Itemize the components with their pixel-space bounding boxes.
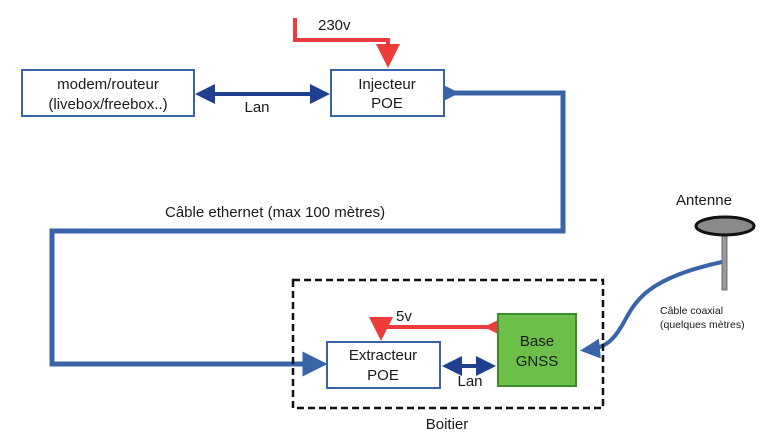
coax-label-line1: Câble coaxial <box>660 305 723 317</box>
ethernet-cable-label: Câble ethernet (max 100 mètres) <box>165 204 385 221</box>
extracteur-label-line1: Extracteur <box>349 347 417 364</box>
coax-label-line2: (quelques mètres) <box>660 319 745 331</box>
extracteur-label-line2: POE <box>367 367 399 384</box>
base-label-line1: Base <box>520 333 554 350</box>
antenna-label: Antenne <box>676 192 732 209</box>
power-5v-line <box>369 315 508 341</box>
enclosure-boitier <box>291 278 605 410</box>
antenna-mast <box>721 233 728 291</box>
modem-label-line2: (livebox/freebox..) <box>48 96 167 113</box>
power-5v-label: 5v <box>396 308 412 325</box>
ethernet-cable <box>49 80 566 377</box>
base-gnss-box: Base GNSS <box>497 313 577 387</box>
base-label-line2: GNSS <box>516 353 559 370</box>
injecteur-label-line2: POE <box>371 95 403 112</box>
lan-bottom-label: Lan <box>457 373 482 390</box>
modem-label-line1: modem/routeur <box>57 76 159 93</box>
enclosure-label: Boitier <box>426 416 469 433</box>
power-230v-line <box>293 18 400 68</box>
modem-routeur-box: modem/routeur (livebox/freebox..) <box>21 69 195 117</box>
injecteur-label-line1: Injecteur <box>358 76 416 93</box>
lan-top-label: Lan <box>244 99 269 116</box>
power-230v-label: 230v <box>318 17 351 34</box>
injecteur-poe-box: Injecteur POE <box>330 69 445 117</box>
antenna-dish-icon <box>694 215 756 237</box>
antenna: Antenne <box>676 192 756 291</box>
extracteur-poe-box: Extracteur POE <box>326 341 441 389</box>
